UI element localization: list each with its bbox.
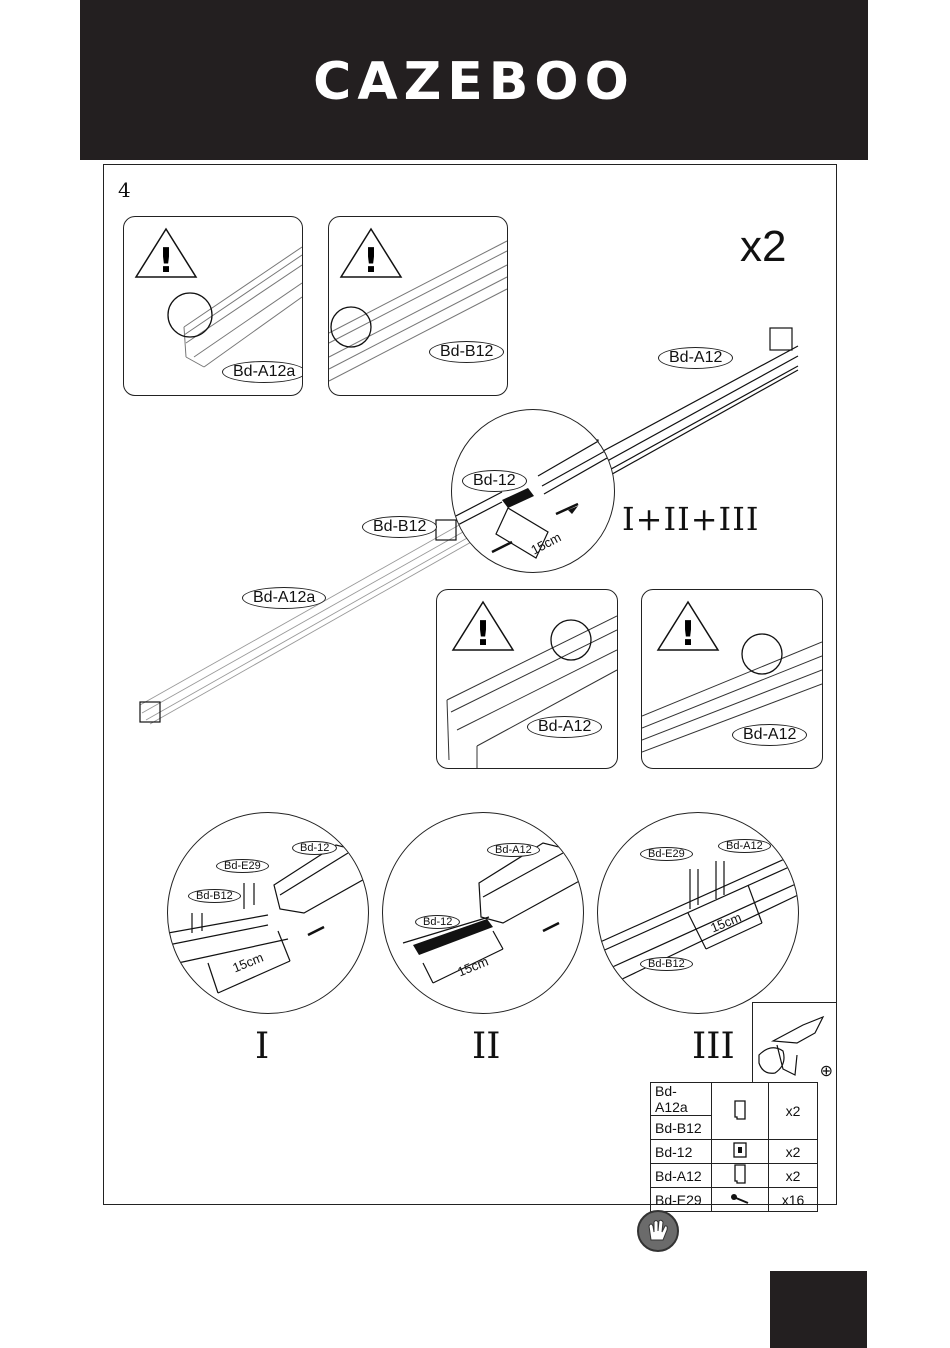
connector-detail-circle: Bd-12 15cm <box>451 409 615 573</box>
connector-label: Bd-12 <box>415 915 460 929</box>
profile-label-a12a: Bd-A12a <box>242 587 326 609</box>
part-name: Bd-12 <box>651 1140 712 1164</box>
sequence-label: I+II+III <box>622 500 759 538</box>
step-number: 4 <box>118 178 131 202</box>
substep-circle-2: Bd-A12 Bd-12 15cm <box>382 812 584 1014</box>
parts-table: Bd-A12a x2 Bd-B12 Bd-12 x2 Bd-A12 x2 Bd-… <box>650 1082 818 1212</box>
brand-logo: CAZEBOO <box>80 52 868 112</box>
drill-panel: ⊕ <box>752 1002 837 1083</box>
connector-label: Bd-12 <box>462 470 527 492</box>
substep-drawing <box>383 813 583 1013</box>
profile-label-a12: Bd-A12 <box>658 347 733 369</box>
substep-circle-3: Bd-E29 Bd-A12 Bd-B12 15cm <box>597 812 799 1014</box>
warning-detail-drawing: ! <box>437 590 617 768</box>
part-qty: x2 <box>769 1083 818 1140</box>
step-multiplier: x2 <box>740 222 786 272</box>
detail-box-a12-right: ! Bd-A12 <box>641 589 823 769</box>
substep-circle-1: Bd-E29 Bd-B12 Bd-12 15cm <box>167 812 369 1014</box>
profile-label: Bd-A12 <box>718 839 771 853</box>
table-row: Bd-E29 x16 <box>651 1188 818 1212</box>
screw-icon <box>712 1188 769 1212</box>
part-name: Bd-B12 <box>651 1116 712 1140</box>
gloves-icon <box>637 1210 679 1252</box>
profile-icon <box>712 1164 769 1188</box>
drill-bit-icon: ⊕ <box>820 1061 833 1081</box>
table-row: Bd-A12 x2 <box>651 1164 818 1188</box>
profile-icon <box>712 1083 769 1140</box>
profile-label-b12: Bd-B12 <box>362 516 437 538</box>
svg-text:!: ! <box>680 614 696 654</box>
profile-label: Bd-B12 <box>188 889 241 903</box>
substep-label-3: III <box>692 1026 735 1067</box>
page-corner-block <box>770 1271 867 1348</box>
svg-text:!: ! <box>475 614 491 654</box>
part-name: Bd-A12 <box>651 1164 712 1188</box>
connector-icon <box>712 1140 769 1164</box>
screw-label: Bd-E29 <box>216 859 269 873</box>
substep-label-1: I <box>255 1026 269 1067</box>
svg-text:!: ! <box>363 241 379 281</box>
substep-drawing <box>168 813 368 1013</box>
part-qty: x16 <box>769 1188 818 1212</box>
profile-label: Bd-B12 <box>640 957 693 971</box>
detail-label: Bd-A12 <box>732 724 807 746</box>
screw-label: Bd-E29 <box>640 847 693 861</box>
connector-label: Bd-12 <box>292 841 337 855</box>
header-bar: CAZEBOO <box>80 0 868 160</box>
table-row: Bd-A12a x2 <box>651 1083 818 1116</box>
table-row: Bd-12 x2 <box>651 1140 818 1164</box>
part-name: Bd-A12a <box>651 1083 712 1116</box>
part-name: Bd-E29 <box>651 1188 712 1212</box>
detail-label: Bd-A12 <box>527 716 602 738</box>
profile-label: Bd-A12 <box>487 843 540 857</box>
detail-box-a12-left: ! Bd-A12 <box>436 589 618 769</box>
substep-label-2: II <box>472 1026 500 1067</box>
svg-text:!: ! <box>158 241 174 281</box>
part-qty: x2 <box>769 1140 818 1164</box>
part-qty: x2 <box>769 1164 818 1188</box>
